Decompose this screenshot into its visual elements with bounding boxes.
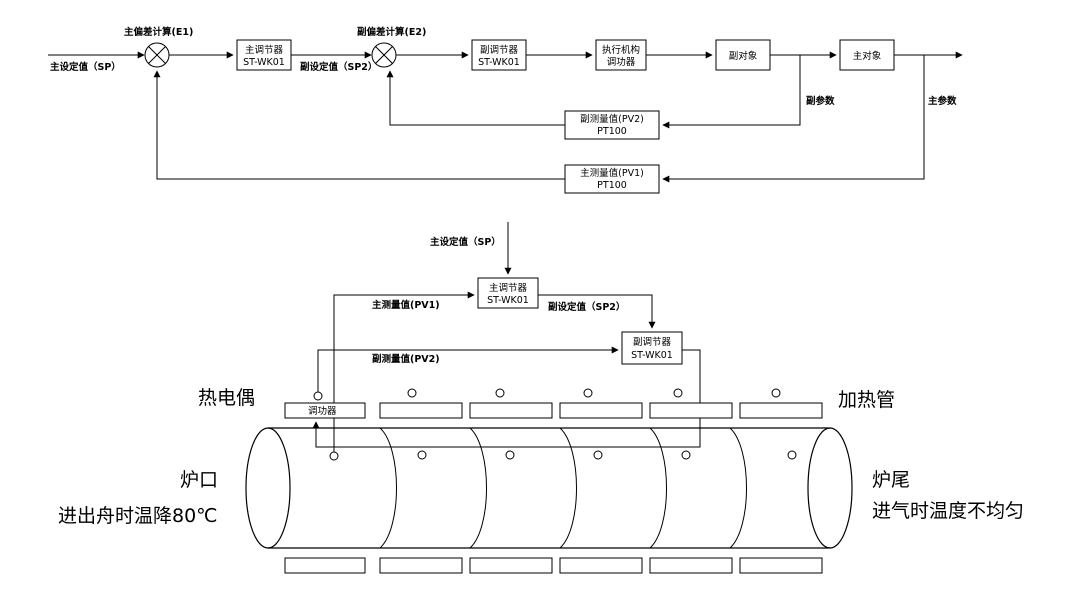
main-error-calc-label: 主偏差计算(E1) (124, 26, 193, 38)
heating-tube-label: 加热管 (838, 389, 895, 411)
thermocouple-inner-row (329, 450, 797, 461)
secondary-pv-title: 副测量值(PV2) (580, 113, 644, 125)
secondary-pv-block: 副测量值(PV2) PT100 (564, 110, 660, 140)
secondary-controller-model: ST-WK01 (478, 57, 520, 68)
furnace-diagram: 主设定值（SP） 主调节器 ST-WK01 主测量值(PV1) 副设定值（SP2… (58, 222, 1024, 574)
heating-tubes-bottom-row (284, 557, 823, 574)
actuator-block: 执行机构 调功器 (595, 39, 647, 71)
main-controller-model: ST-WK01 (243, 57, 285, 68)
secondary-error-calc-label: 副偏差计算(E2) (357, 26, 426, 38)
actuator-title: 执行机构 (602, 44, 640, 56)
furnace-secondary-controller: 副调节器 ST-WK01 (621, 331, 683, 365)
main-feedback-line-b (153, 70, 565, 180)
furnace-main-pv-line (333, 291, 475, 452)
secondary-feedback-line-b (386, 70, 565, 126)
secondary-feedback-line-a (662, 55, 801, 129)
furnace-tube (245, 427, 853, 549)
furnace-main-controller-title: 主调节器 (489, 282, 528, 294)
main-controller-block: 主调节器 ST-WK01 (236, 39, 292, 71)
tail-title: 炉尾 (872, 469, 910, 491)
furnace-secondary-sp-label: 副设定值（SP2） (548, 301, 625, 313)
furnace-output-line (312, 349, 701, 448)
main-pv-block: 主测量值(PV1) PT100 (564, 164, 660, 194)
furnace-main-controller: 主调节器 ST-WK01 (477, 277, 539, 309)
actuator-subtitle: 调功器 (607, 57, 636, 68)
inlet-title: 炉口 (180, 469, 218, 491)
main-object-block: 主对象 (839, 39, 895, 71)
furnace-secondary-controller-model: ST-WK01 (631, 350, 673, 361)
secondary-summing-junction (371, 42, 397, 68)
secondary-object-block: 副对象 (715, 39, 771, 71)
secondary-controller-block: 副调节器 ST-WK01 (471, 39, 527, 71)
main-sp-label: 主设定值（SP） (50, 61, 121, 73)
heating-tubes-top-row: 调功器 (284, 402, 823, 419)
secondary-param-label: 副参数 (806, 95, 835, 107)
furnace-secondary-sp-line (538, 294, 656, 329)
tail-note: 进气时温度不均匀 (872, 500, 1024, 522)
main-object-label: 主对象 (853, 50, 882, 62)
main-controller-title: 主调节器 (245, 44, 284, 56)
secondary-controller-title: 副调节器 (480, 45, 519, 56)
thermocouple-top-row (313, 388, 781, 401)
furnace-main-sp-label: 主设定值（SP） (430, 236, 501, 248)
cascade-loop-diagram: 主设定值（SP） 主偏差计算(E1) 主调节器 ST-WK01 副设定值（SP2… (48, 26, 963, 194)
main-pv-title: 主测量值(PV1) (580, 167, 644, 179)
secondary-sp-label: 副设定值（SP2） (300, 61, 377, 73)
secondary-pv-sensor: PT100 (597, 126, 627, 137)
furnace-main-controller-model: ST-WK01 (487, 295, 529, 306)
furnace-secondary-controller-title: 副调节器 (633, 337, 672, 348)
furnace-secondary-pv-label: 副测量值(PV2) (372, 353, 440, 365)
power-regulator-label: 调功器 (308, 406, 337, 417)
furnace-main-pv-label: 主测量值(PV1) (372, 299, 440, 311)
thermocouple-label: 热电偶 (198, 387, 255, 409)
main-summing-junction (144, 42, 170, 68)
main-param-label: 主参数 (928, 95, 957, 107)
furnace-secondary-pv-line (317, 346, 619, 392)
main-feedback-line-a (662, 55, 925, 183)
inlet-note: 进出舟时温降80℃ (58, 505, 218, 527)
power-regulator-box (284, 402, 366, 419)
main-pv-sensor: PT100 (597, 180, 627, 191)
secondary-object-label: 副对象 (729, 50, 758, 62)
